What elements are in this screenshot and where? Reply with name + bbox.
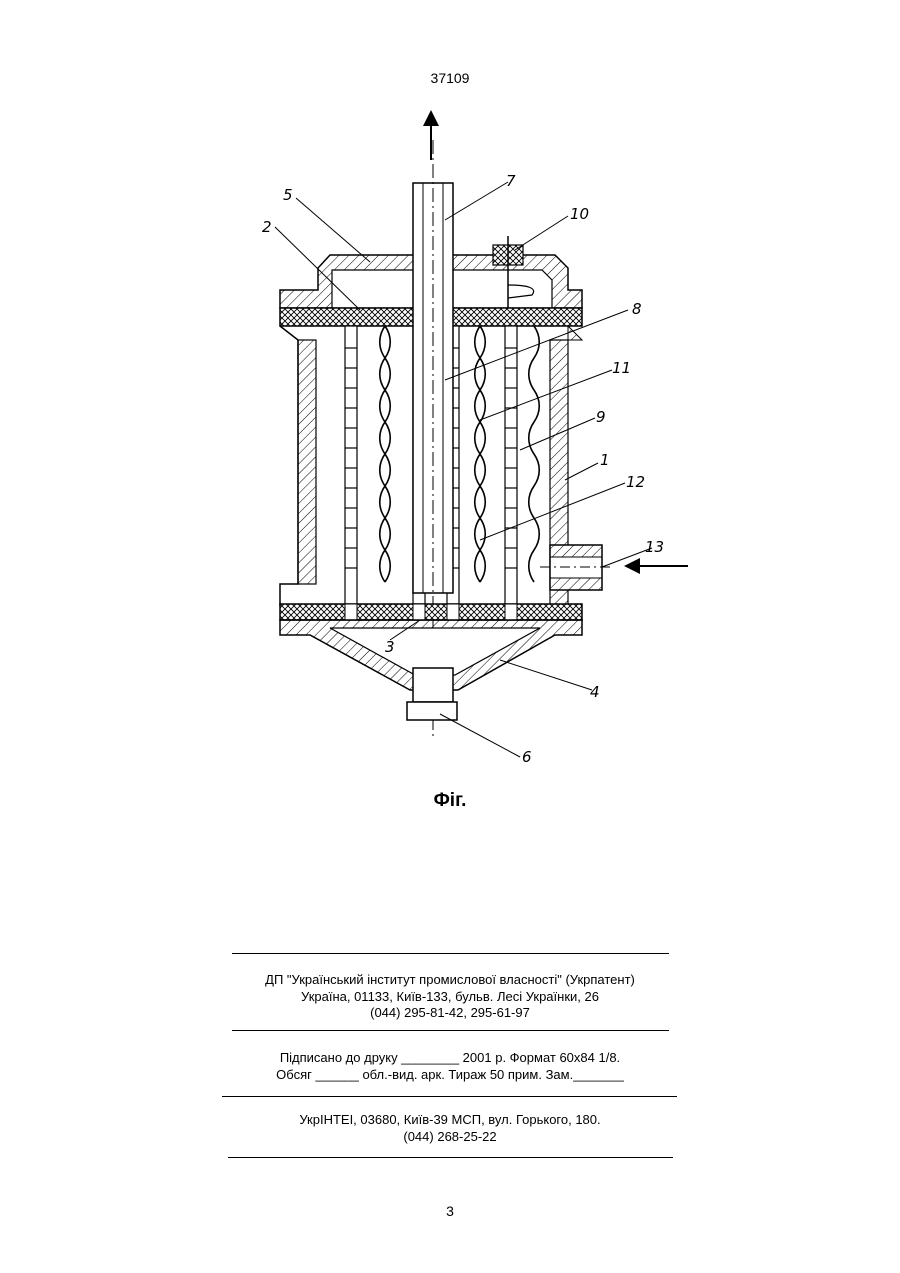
technical-drawing: 1 2 3 4 5 6 7 8 9 10 11 12 13 <box>205 105 695 775</box>
divider <box>222 1096 677 1097</box>
publisher-block: ДП "Український інститут промислової вла… <box>0 972 900 1022</box>
print-info-block: Підписано до друку ________ 2001 р. Форм… <box>0 1050 900 1083</box>
callout-2: 2 <box>262 218 272 236</box>
callout-4: 4 <box>590 683 600 701</box>
lower-plate-3 <box>280 604 582 620</box>
publisher-phone: (044) 295-81-42, 295-61-97 <box>0 1005 900 1022</box>
callout-13: 13 <box>645 538 664 556</box>
figure-caption: Фіг. <box>0 790 900 812</box>
divider <box>232 953 669 954</box>
callout-7: 7 <box>506 172 516 190</box>
callout-9: 9 <box>596 408 606 426</box>
callout-1: 1 <box>600 451 610 469</box>
callout-3: 3 <box>385 638 395 656</box>
printer-address: УкрІНТЕІ, 03680, Київ-39 МСП, вул. Горьк… <box>0 1112 900 1129</box>
callout-5: 5 <box>283 186 293 204</box>
patent-number: 37109 <box>0 70 900 86</box>
printer-block: УкрІНТЕІ, 03680, Київ-39 МСП, вул. Горьк… <box>0 1112 900 1145</box>
publisher-name: ДП "Український інститут промислової вла… <box>0 972 900 989</box>
divider <box>232 1030 669 1031</box>
print-info-volume: Обсяг ______ обл.-вид. арк. Тираж 50 при… <box>0 1067 900 1084</box>
print-info-signed: Підписано до друку ________ 2001 р. Форм… <box>0 1050 900 1067</box>
drain-plug-6 <box>407 668 457 720</box>
callout-10: 10 <box>570 205 589 223</box>
callout-6: 6 <box>522 748 532 766</box>
publisher-address: Україна, 01133, Київ-133, бульв. Лесі Ук… <box>0 989 900 1006</box>
callout-11: 11 <box>612 359 631 377</box>
page-number: 3 <box>0 1203 900 1219</box>
divider <box>228 1157 673 1158</box>
callout-12: 12 <box>626 473 645 491</box>
printer-phone: (044) 268-25-22 <box>0 1129 900 1146</box>
callout-8: 8 <box>632 300 642 318</box>
